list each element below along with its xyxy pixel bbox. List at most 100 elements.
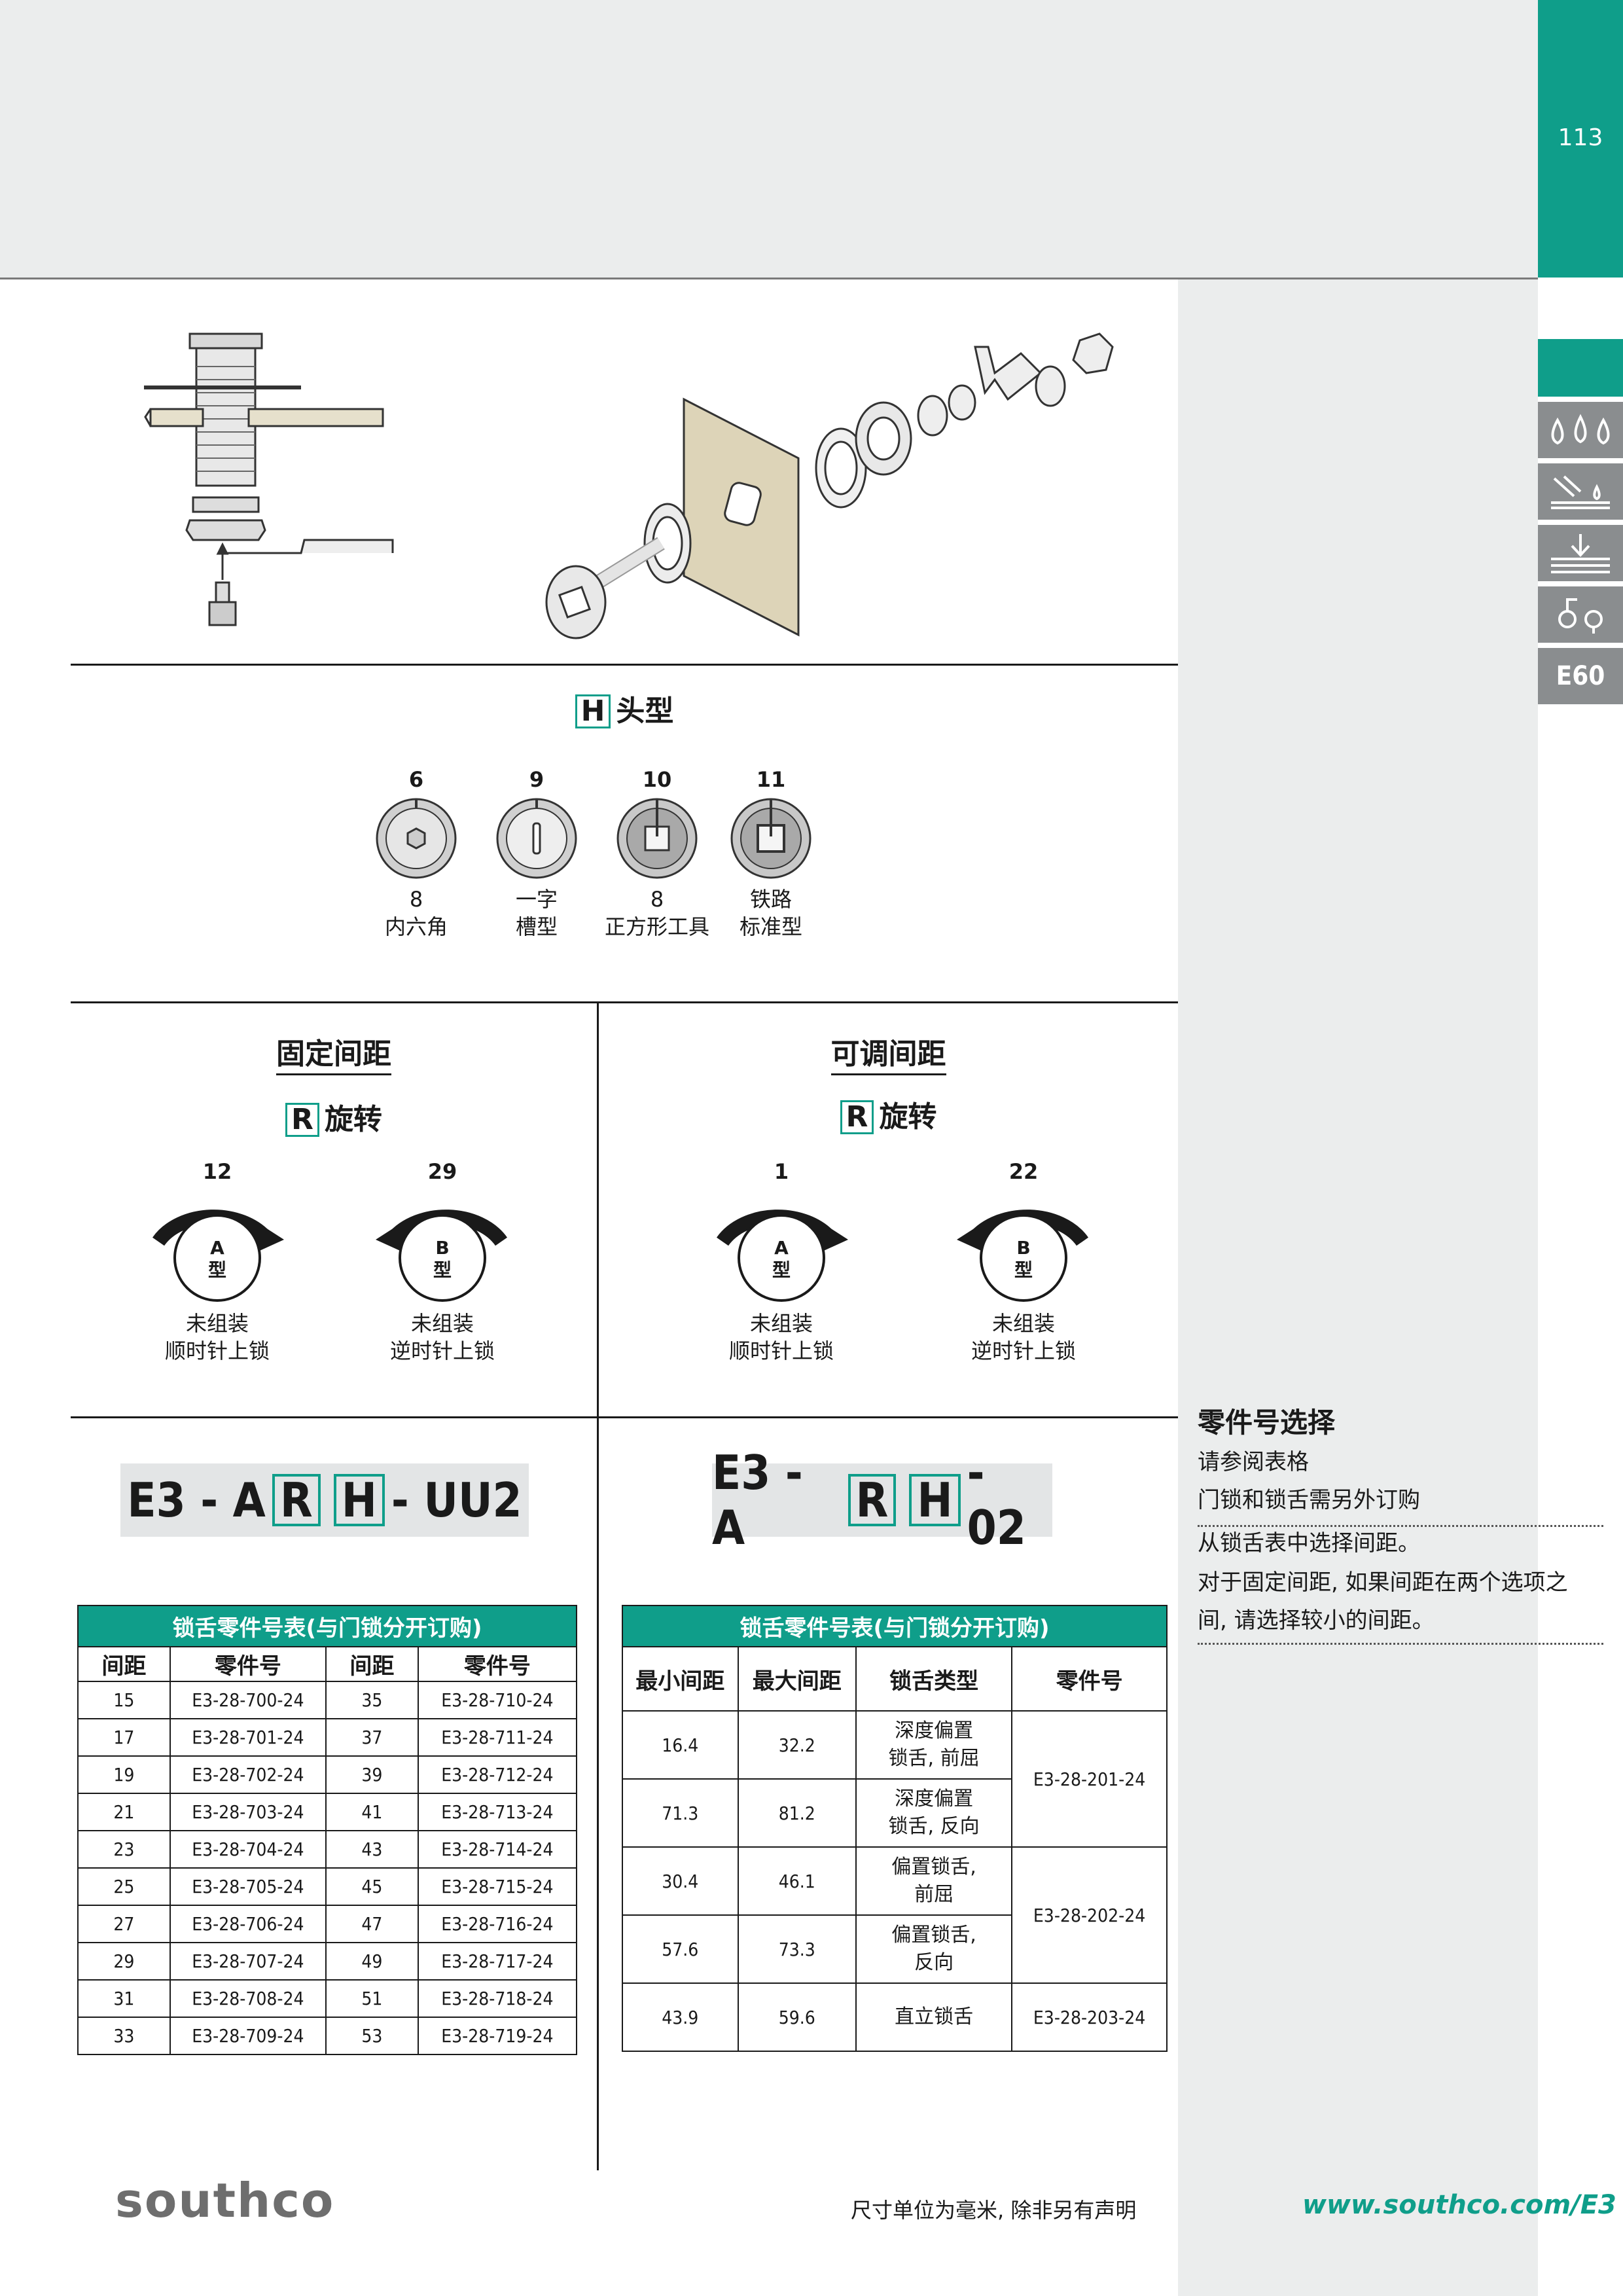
option-line2: 顺时针上锁 [728,1338,834,1363]
table-cell: 51 [325,1979,419,2018]
table-cell: 71.3 [622,1778,739,1848]
col-header: 零件号 [417,1646,578,1682]
table-cell: 16.4 [622,1710,739,1780]
option-code: 10 [642,767,672,792]
table-cell: E3-28-201-24 [1011,1710,1168,1848]
table-cell: E3-28-703-24 [169,1793,327,1831]
table-cell: E3-28-719-24 [417,2017,578,2055]
head-option-10[interactable]: 10 8 正方形工具 [598,767,716,941]
table-cell: 27 [77,1905,171,1943]
clockwise-arrow-icon [152,1209,284,1302]
table-cell: 73.3 [737,1914,857,1984]
option-line1: 未组装 [185,1311,249,1336]
rotation-code-letter: R [840,1100,874,1135]
table-cell: 49 [325,1942,419,1981]
option-code: 9 [529,767,544,792]
table-caption: 锁舌零件号表(与门锁分开订购) [77,1605,577,1646]
divider [71,664,1178,666]
table-cell: 45 [325,1867,419,1906]
square-tool-icon [616,798,698,879]
part-select-line: 对于固定间距, 如果间距在两个选项之 [1198,1570,1568,1596]
table-cell: 33 [77,2017,171,2055]
rotation-code-letter: R [285,1103,319,1138]
table-cell: E3-28-700-24 [169,1681,327,1719]
table-cell: E3-28-708-24 [169,1979,327,2018]
option-code: 11 [756,767,786,792]
table-cell: 46.1 [737,1846,857,1916]
head-option-11[interactable]: 11 铁路 标准型 [712,767,830,941]
divider [71,1416,1178,1418]
clockwise-arrow-icon [716,1209,848,1302]
option-code: 6 [408,767,424,792]
hex-socket-icon [376,798,457,879]
southco-logo: southco [115,2173,335,2228]
part-select-line: 请参阅表格 [1198,1449,1309,1475]
table-cell: 59.6 [737,1982,857,2052]
table-cell: 25 [77,1867,171,1906]
tab-e60[interactable]: E60 [1538,648,1623,704]
table-cell: 37 [325,1718,419,1757]
table-cell: E3-28-711-24 [417,1718,578,1757]
table-cell: E3-28-706-24 [169,1905,327,1943]
head-option-9[interactable]: 9 一字 槽型 [478,767,596,941]
website-link[interactable]: www.southco.com/E3 [1302,2190,1616,2220]
table-cell: E3-28-709-24 [169,2017,327,2055]
tab-surface-spray[interactable] [1538,463,1623,520]
head-code-letter: H [575,694,611,729]
option-line2: 逆时针上锁 [971,1338,1076,1363]
latch-icon [1558,598,1603,634]
compression-icon [1551,534,1610,573]
table-cell: E3-28-712-24 [417,1755,578,1794]
table-cell: 偏置锁舌,反向 [855,1914,1013,1984]
option-line1: 一字 [515,887,558,912]
part-select-line: 间, 请选择较小的间距。 [1198,1607,1435,1634]
col-header: 最小间距 [622,1646,739,1712]
option-code: 29 [427,1159,457,1184]
table-cell: 41 [325,1793,419,1831]
table-cell: 15 [77,1681,171,1719]
col-header: 间距 [325,1646,419,1682]
tab-compression[interactable] [1538,525,1623,581]
slot-icon [496,798,577,879]
tab-water-drops[interactable] [1538,402,1623,458]
table-cell: E3-28-704-24 [169,1830,327,1869]
table-cell: 43 [325,1830,419,1869]
exploded-view-diagram [545,332,1114,639]
part-select-line: 门锁和锁舌需另外订购 [1198,1487,1420,1513]
counterclockwise-arrow-icon [957,1209,1089,1302]
col-header: 锁舌类型 [855,1646,1013,1712]
railway-square-icon [730,798,812,879]
table-cell: E3-28-714-24 [417,1830,578,1869]
table-cell: E3-28-705-24 [169,1867,327,1906]
right-column [1178,279,1538,2296]
tab-latch[interactable] [1538,586,1623,643]
table-cell: 偏置锁舌,前屈 [855,1846,1013,1916]
tab-current[interactable] [1538,339,1623,397]
table-cell: 29 [77,1942,171,1981]
table-cell: 深度偏置锁舌, 前屈 [855,1710,1013,1780]
e60-badge: E60 [1556,661,1605,691]
table-caption: 锁舌零件号表(与门锁分开订购) [622,1605,1168,1646]
head-option-6[interactable]: 6 8 内六角 [357,767,475,941]
table-cell: 直立锁舌 [855,1982,1013,2052]
table-cell: E3-28-203-24 [1011,1982,1168,2052]
